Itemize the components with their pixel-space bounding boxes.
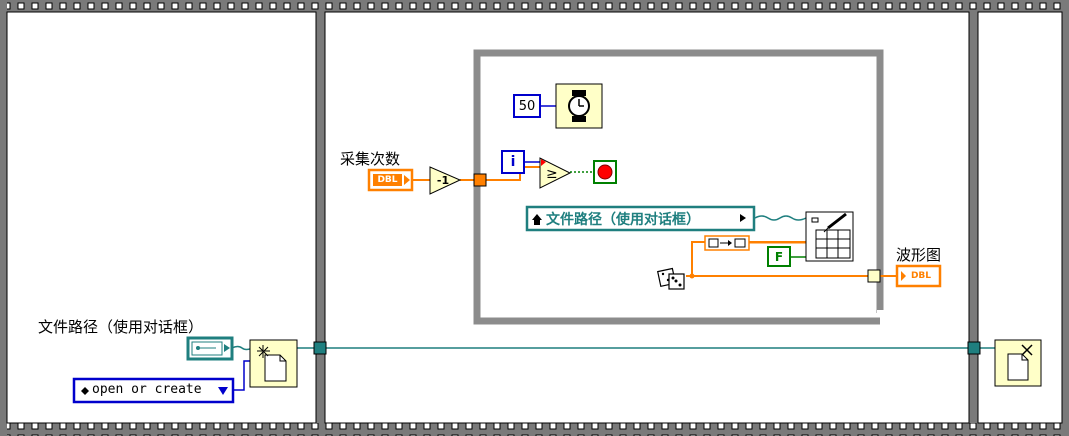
write-spreadsheet-icon[interactable] (805, 211, 854, 262)
path-local-variable-label: 文件路径（使用对话框） (546, 212, 700, 228)
wait-ms-icon[interactable] (555, 83, 603, 129)
svg-text:≥: ≥ (546, 166, 558, 182)
while-loop-border[interactable] (473, 49, 884, 325)
wait-ms-value: 50 (518, 98, 536, 114)
format-string-constant[interactable] (704, 235, 750, 251)
operation-enum-constant[interactable] (72, 377, 235, 404)
refnum-tunnel-left[interactable] (313, 341, 327, 355)
waveform-indicator-terminal[interactable] (895, 264, 942, 288)
count-tunnel[interactable] (473, 173, 487, 187)
iteration-label: i (510, 154, 516, 170)
while-loop-gap (877, 310, 885, 316)
boolean-false-constant[interactable] (767, 246, 791, 267)
count-terminal-type: DBL (377, 175, 398, 185)
wire-junction (689, 273, 695, 279)
frame-divider-1 (316, 12, 325, 423)
film-strip-top (0, 0, 1069, 12)
open-file-icon[interactable] (249, 339, 298, 388)
film-strip-right (1062, 0, 1069, 436)
film-strip-left (0, 0, 7, 436)
film-strip-bottom (0, 423, 1069, 436)
data-wire[interactable] (686, 241, 808, 277)
random-number-icon[interactable] (656, 262, 686, 292)
path-local-variable[interactable] (525, 205, 756, 232)
path-control-terminal[interactable] (186, 336, 234, 361)
waveform-terminal-type: DBL (910, 271, 932, 281)
count-control-label: 采集次数 (340, 150, 401, 168)
while-loop[interactable] (473, 49, 885, 325)
close-file-icon[interactable] (994, 339, 1042, 387)
frame-divider-2 (969, 12, 978, 423)
refnum-tunnel-right[interactable] (967, 341, 981, 355)
decrement-label: -1 (436, 173, 450, 187)
greater-or-equal-icon[interactable]: ≥ (539, 157, 572, 189)
wait-ms-constant[interactable] (513, 94, 541, 118)
stop-terminal-icon[interactable] (593, 160, 617, 184)
path-control-label: 文件路径（使用对话框） (38, 318, 204, 336)
boolean-false-label: F (774, 249, 784, 264)
frame-pane-2 (324, 11, 970, 424)
path-wire-inner[interactable] (754, 215, 807, 221)
waveform-label: 波形图 (896, 246, 942, 264)
count-control-terminal[interactable] (367, 168, 414, 192)
operation-enum-value: open or create (92, 382, 202, 397)
waveform-tunnel[interactable] (867, 269, 881, 283)
iteration-terminal[interactable] (501, 150, 525, 174)
operation-wire[interactable] (233, 360, 252, 391)
path-wire-left[interactable] (231, 345, 253, 351)
decrement-icon[interactable] (429, 166, 462, 195)
